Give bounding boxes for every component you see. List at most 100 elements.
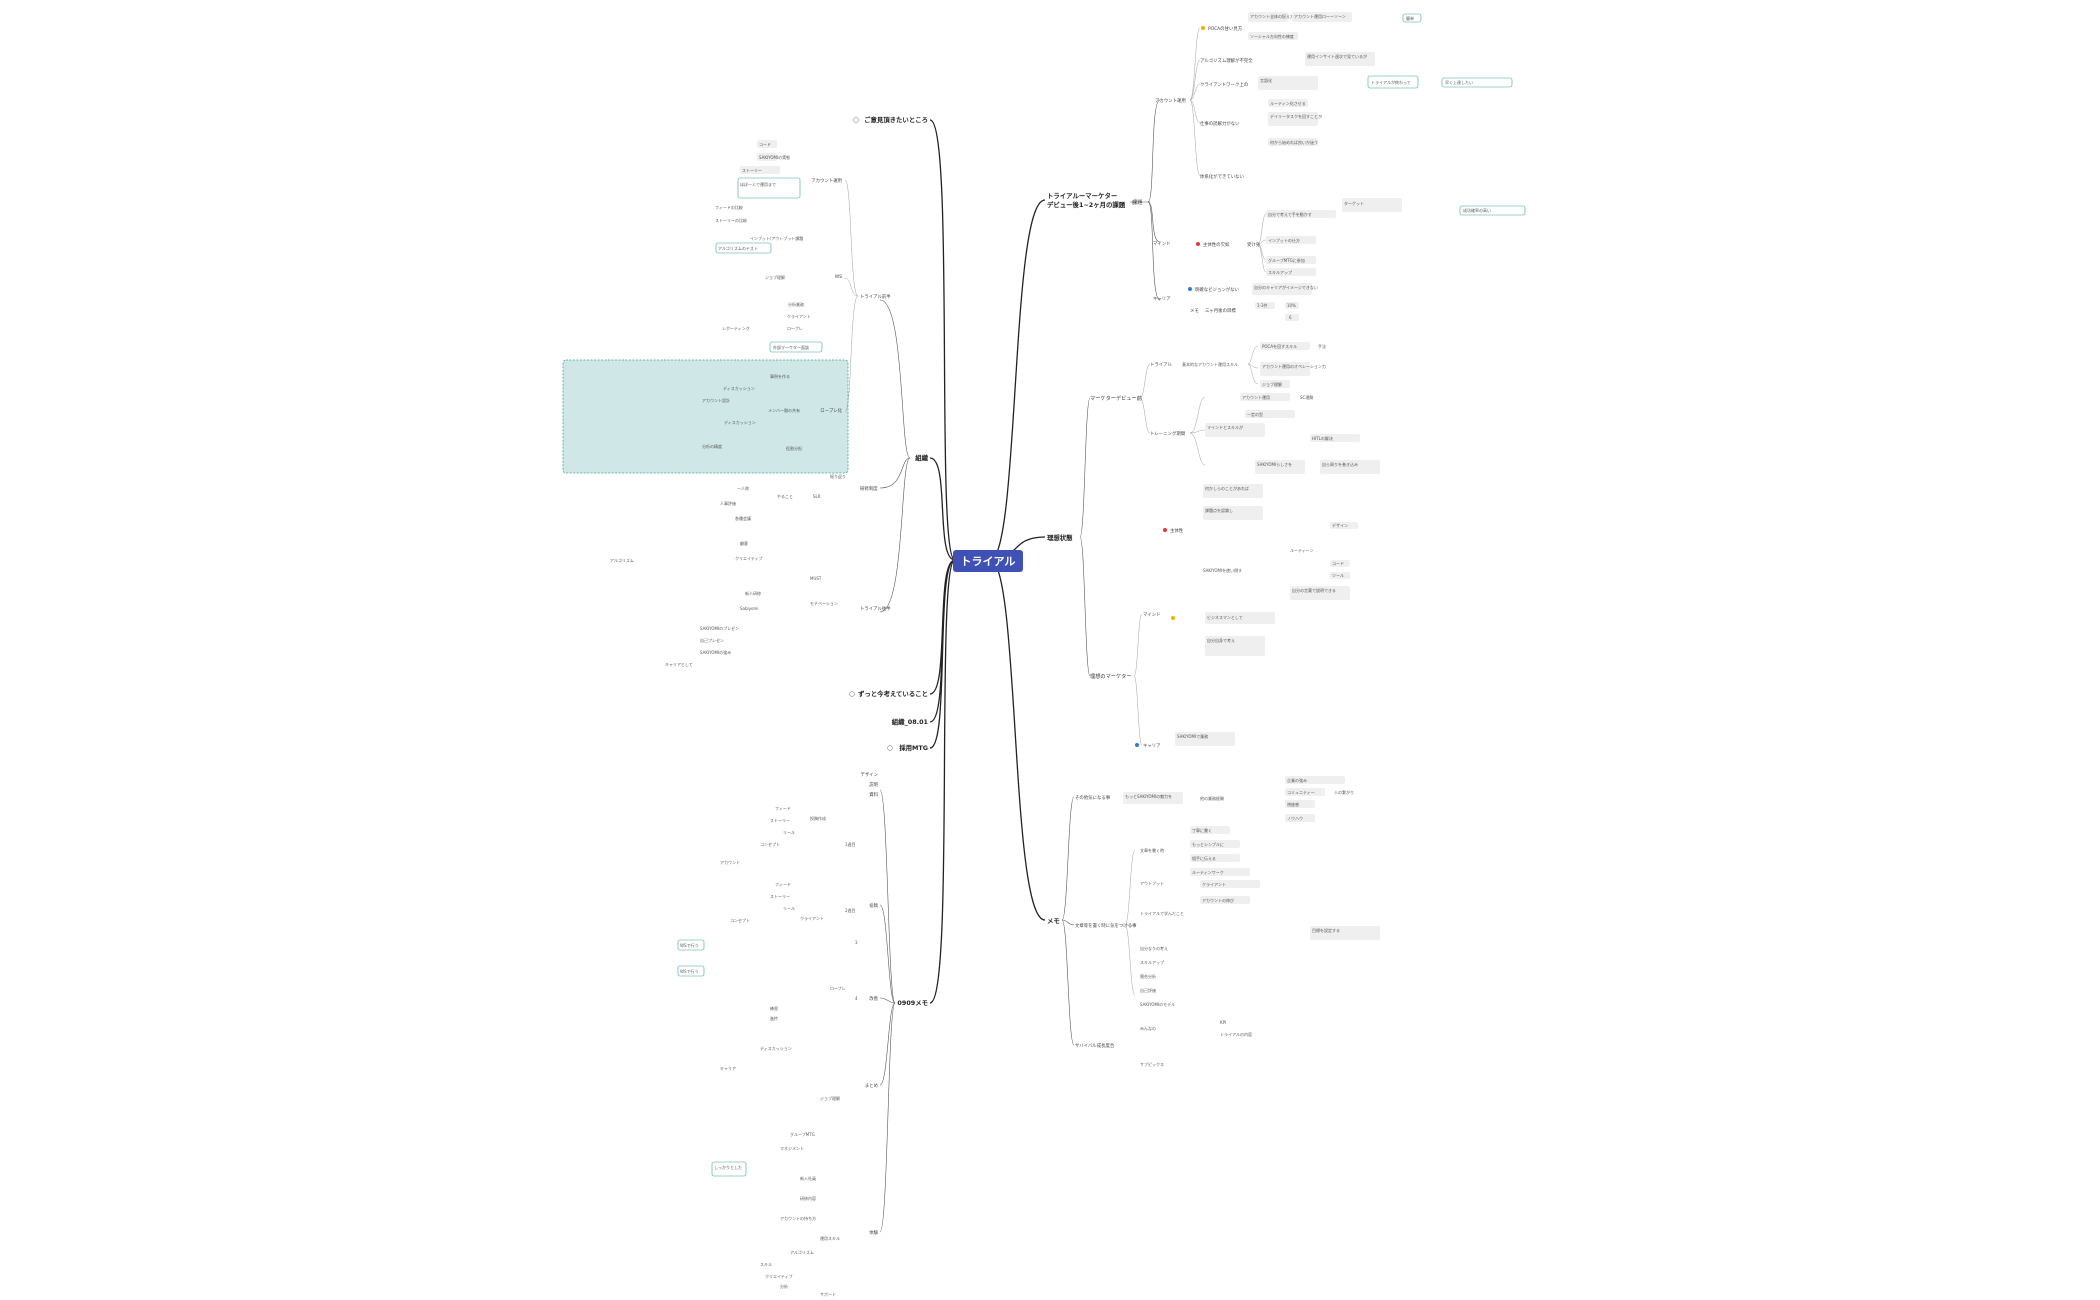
leaf-career-image: 自分のキャリアがイメージできない: [1254, 284, 1318, 290]
leaf-slr: SLR: [813, 494, 821, 499]
leaf-group-b: グループMTG: [790, 1131, 815, 1137]
node-poca[interactable]: POCAの甘い見方: [1208, 25, 1243, 32]
branch-r3-label: メモ: [1047, 917, 1060, 925]
leaf-simple: もっとシンプルに: [1192, 841, 1224, 847]
branch-l5[interactable]: 採用MTG: [887, 743, 928, 752]
branch-l6-label: 0909メモ: [897, 999, 928, 1007]
leaf-creative-b: 分析: [780, 1283, 788, 1289]
branch-r2[interactable]: 理想状態: [1047, 533, 1073, 542]
node-setsumei[interactable]: 説明: [869, 781, 878, 788]
node-client[interactable]: クライアントワーク上の: [1200, 81, 1248, 88]
leaf-client-b: クライアント: [1202, 881, 1226, 887]
node-mind-ideal[interactable]: マインド: [1143, 612, 1161, 618]
leaf-concept-b: コンセプト: [760, 841, 780, 847]
leaf-gaibu: 外部マーケター面談: [773, 344, 809, 350]
node-trial[interactable]: トライアル: [1150, 362, 1173, 368]
node-trial-kohan[interactable]: トライアル後半: [860, 605, 891, 612]
node-shiryo[interactable]: 資料: [869, 791, 878, 798]
leaf-routinework: ルーティンワーク: [1192, 869, 1224, 875]
leaf-community: コミュニティー: [1287, 789, 1315, 795]
callout-kantan: 簡単: [1406, 15, 1414, 21]
leaf-week2: 2週目: [845, 907, 856, 913]
leaf-taiken: 運用スキル: [820, 1235, 840, 1241]
node-training[interactable]: トレーニング期間: [1150, 430, 1186, 437]
node-career-ideal[interactable]: キャリア: [1143, 743, 1161, 749]
node-shutaisei-ideal[interactable]: 主体性: [1170, 527, 1184, 534]
branch-r3[interactable]: メモ: [1047, 917, 1060, 925]
leaf-toko-sakusei: 投稿作成: [810, 815, 826, 821]
leaf-unyo-skill: アルゴリズム: [790, 1249, 814, 1255]
node-account-unyo-l[interactable]: アカウント運用: [811, 177, 842, 184]
branch-r1[interactable]: トライアルーマーケター デビュー後1~2ヶ月の課題: [1047, 191, 1126, 209]
node-career[interactable]: キャリア: [1153, 296, 1171, 302]
node-ideal-marketer[interactable]: 理想のマーケター: [1090, 672, 1132, 680]
branch-l4[interactable]: 組織_08.01: [892, 717, 928, 726]
node-3month[interactable]: 三ヶ月後の目標: [1205, 307, 1236, 314]
node-kenshu[interactable]: 研修制度: [860, 485, 878, 492]
leaf-group: グループMTGに参加: [1268, 257, 1305, 263]
branch-r2-label: 理想状態: [1047, 533, 1073, 542]
node-sonota[interactable]: その他気になる事: [1075, 794, 1111, 801]
node-trial-zenhan[interactable]: トライアル前半: [860, 293, 891, 300]
node-memo-l[interactable]: 体験: [869, 1229, 878, 1236]
node-shutaisei[interactable]: 主体性の欠如: [1203, 241, 1230, 248]
leaf-sakiyomi-jittai: SAKIYOMIの実態: [759, 154, 790, 160]
node-toko[interactable]: 投稿: [869, 902, 878, 909]
leaf-account-zentai: アカウント全体の捉え方: [1250, 13, 1294, 19]
leaf-gengo: 言語化: [1260, 77, 1272, 83]
node-before-debut[interactable]: マーケターデビュー前: [1090, 394, 1142, 402]
callout-algo-test: アルゴリズムのテスト: [718, 245, 758, 251]
comment-icon: [853, 117, 859, 123]
branch-l1[interactable]: ご意見頂きたいところ: [853, 115, 928, 124]
branch-l2[interactable]: 組織: [915, 453, 928, 462]
node-ukemi[interactable]: 受け身: [1247, 241, 1261, 248]
leaf-account-unyo-r: アカウント運用ローーソーン: [1294, 13, 1346, 19]
node-mind[interactable]: マインド: [1153, 241, 1171, 247]
leaf-code-l: コード: [759, 142, 771, 147]
branch-r1-label-line2: デビュー後1~2ヶ月の課題: [1047, 200, 1126, 209]
leaf-mind-skill: マインドとスキルが: [1207, 424, 1243, 430]
leaf-teinei: 丁寧に書く: [1192, 827, 1212, 833]
node-design-b[interactable]: デザイン: [860, 771, 878, 778]
branch-l6[interactable]: 0909メモ: [897, 999, 928, 1007]
leaf-algo-b: スキル: [760, 1262, 772, 1267]
node-henkaku[interactable]: ロープレ化: [820, 407, 842, 414]
leaf-bunseki: 分析業務: [788, 301, 804, 307]
node-dokkai[interactable]: 仕事の読解力がない: [1200, 120, 1240, 127]
leaf-story-b: ストーリー: [770, 818, 790, 823]
subtree-r2: マーケターデビュー前 理想のマーケター トライアル トレーニング期間 基本的なア…: [1079, 342, 1380, 749]
leaf-story-b2: ストーリー: [770, 894, 790, 899]
node-account-unyo[interactable]: アカウント運用: [1155, 97, 1186, 104]
node-matome[interactable]: まとめ: [865, 1083, 878, 1089]
leaf-reporting: レポーティング: [722, 325, 750, 331]
leaf-job: ジョブ理解: [765, 274, 785, 280]
leaf-poca-skill: POCAを回すスキル: [1262, 344, 1297, 349]
leaf-operation: アカウント運用のオペレーション力: [1262, 363, 1326, 369]
root-node[interactable]: トライアル: [953, 550, 1023, 572]
node-ws[interactable]: WS: [835, 274, 842, 280]
leaf-kadaiten: 課題点を認識し: [1205, 507, 1233, 513]
leaf-tsutaeru: 相手に伝える: [1192, 855, 1216, 861]
leaf-6: 6: [1289, 315, 1292, 320]
node-algo[interactable]: アルゴリズム理解が不完全: [1200, 57, 1253, 64]
subtree-l6: デザイン 説明 資料 投稿 改善 まとめ 体験 投稿作成 フィード ストーリー …: [680, 771, 896, 1297]
leaf-code: コード: [1332, 561, 1344, 566]
leaf-nanika: 何かしらのことがあれば: [1205, 485, 1249, 491]
leaf-career-l: キャリアとして: [665, 662, 693, 667]
node-memo-r[interactable]: メモ: [1190, 308, 1199, 314]
leaf-setsumei: 自分の言葉で説明できる: [1292, 587, 1336, 593]
leaf-sakiyomi-gyomu: SAKIYOMIで業務: [1177, 733, 1208, 739]
node-survival[interactable]: サバイバル成長度合: [1075, 1042, 1115, 1049]
leaf-sakiyomi-pres: SAKIYOMIのプレゼン: [700, 625, 739, 631]
node-kaizen[interactable]: 改善: [869, 995, 878, 1002]
node-vision[interactable]: 明確なビジョンがない: [1195, 286, 1240, 293]
leaf-shinnyu: 新入社員: [800, 1175, 816, 1181]
subtree-l2: トライアル前半 研修制度 トライアル後半 アカウント運用 WS ロープレ化 コー…: [610, 140, 911, 667]
leaf-sakiyomi-rashisa: SAKIYOMIらしさを: [1257, 461, 1292, 467]
node-kadai[interactable]: 課題: [1132, 198, 1142, 206]
leaf-client-b2: クライアント: [800, 915, 824, 921]
branch-l3[interactable]: ずっと今考えていること: [849, 689, 928, 698]
node-bunsho[interactable]: 文章等を書く時に気をつける事: [1075, 922, 1137, 929]
node-taikei[interactable]: 体系化ができていない: [1200, 173, 1245, 180]
